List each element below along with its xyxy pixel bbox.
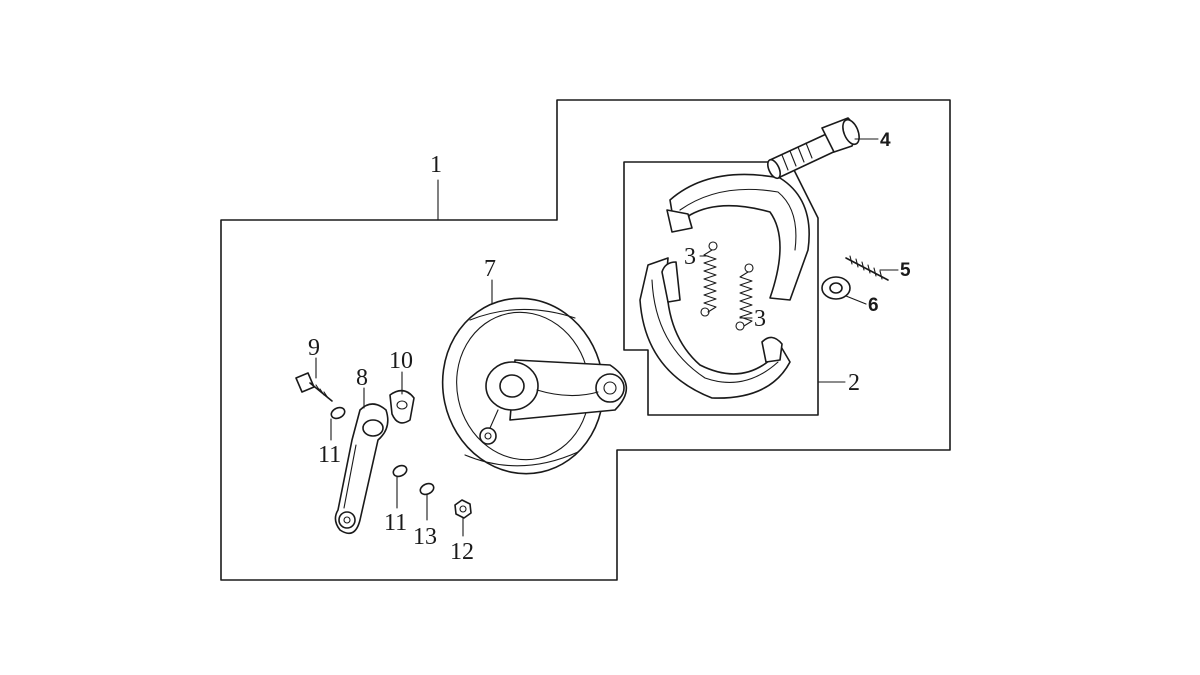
brake-arm-part-8 — [334, 403, 389, 535]
indicator-plate-part-10 — [389, 389, 415, 424]
callout-3b: 3 — [754, 306, 766, 332]
brake-cam-part-4 — [767, 117, 860, 180]
callout-3a: 3 — [684, 244, 696, 270]
nut-part-12 — [454, 499, 472, 519]
callout-10: 10 — [389, 348, 413, 374]
brake-panel-part-7 — [441, 297, 628, 475]
callout-12: 12 — [450, 539, 474, 565]
pin-part-5 — [845, 255, 889, 281]
callout-11a: 11 — [318, 442, 341, 468]
callout-4: 4 — [880, 130, 891, 151]
return-spring-right-part-3 — [735, 263, 754, 331]
callout-2: 2 — [848, 370, 860, 396]
washer-part-13 — [419, 482, 435, 496]
callout-8: 8 — [356, 365, 368, 391]
washer-part-11-lower — [392, 464, 408, 478]
washer-part-11-upper — [330, 406, 346, 420]
callout-1: 1 — [430, 152, 442, 178]
bolt-part-9 — [295, 372, 333, 402]
callout-13: 13 — [413, 524, 437, 550]
callout-9: 9 — [308, 335, 320, 361]
callout-7: 7 — [484, 256, 496, 282]
callout-6: 6 — [868, 295, 879, 316]
brake-shoes-part-2 — [639, 173, 810, 399]
assembly-2-outline — [623, 161, 819, 416]
callout-11b: 11 — [384, 510, 407, 536]
return-spring-left-part-3 — [700, 241, 718, 317]
leader-6 — [845, 295, 867, 305]
washer-part-6 — [821, 276, 851, 300]
callout-5: 5 — [900, 260, 911, 281]
assembly-1-outline — [220, 99, 951, 581]
